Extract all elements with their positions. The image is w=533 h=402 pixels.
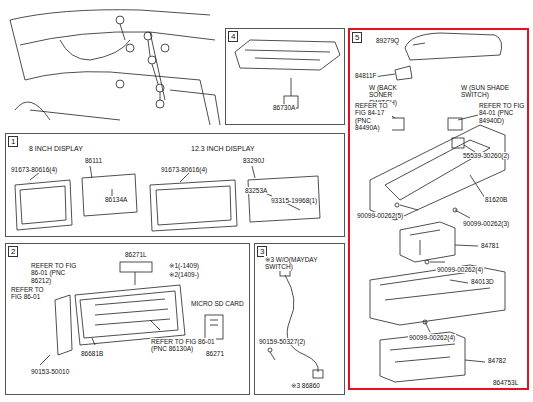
- part-label: 91673-80616(4): [160, 166, 208, 173]
- part-label: 55539-30260(2): [462, 152, 510, 159]
- part-label: MICRO SD CARD: [190, 300, 245, 307]
- part-label: 90099-00262(3): [462, 220, 510, 227]
- part-label: ※3 86860: [290, 382, 321, 389]
- part-label: 84811F: [354, 72, 378, 79]
- part-label: 84013D: [470, 278, 495, 285]
- part-label: REFER TO FIG 84-17 (PNC 84490A): [354, 102, 392, 132]
- part-label: 86271L: [124, 251, 148, 258]
- part-label: REFER TO FIG 86-01 (PNC 86212): [30, 262, 78, 284]
- part-label: 90099-00262(4): [436, 266, 484, 273]
- part-label: ※1(-1409): [168, 262, 200, 269]
- part-label: 86681B: [80, 350, 104, 357]
- part-label: 86271: [205, 350, 225, 357]
- part-label: 90153-50010: [30, 368, 70, 375]
- part-label: 93315-19968(1): [270, 197, 318, 204]
- part-label: 90099-00262(5): [356, 212, 404, 219]
- section-number: 2: [8, 246, 18, 257]
- part-label: 91673-80616(4): [10, 166, 58, 173]
- car-interior: [10, 10, 220, 125]
- part-label: W (SUN SHADE SWITCH): [460, 84, 512, 99]
- displays: [15, 166, 320, 231]
- part-label: 90159-50327(2): [258, 338, 306, 345]
- part-label: 84782: [487, 357, 507, 364]
- part-label: 81620B: [484, 196, 508, 203]
- part-label: 86730A: [272, 104, 296, 111]
- section-number: 1: [8, 136, 18, 147]
- upper-trim: [235, 40, 340, 108]
- part-label: REFER TO FIG 86-01: [10, 286, 52, 301]
- part-label: 89279Q: [375, 37, 400, 44]
- mayday-cable: [268, 268, 323, 378]
- section-number: 4: [228, 31, 238, 42]
- part-label: 8 INCH DISPLAY: [28, 145, 84, 152]
- part-label: REFER TO FIG 84-01 (PNC 84940D): [478, 102, 526, 124]
- part-label: ※2(1409-): [168, 271, 200, 278]
- part-label: 12.3 INCH DISPLAY: [190, 145, 256, 152]
- part-label: 864753L: [492, 379, 519, 386]
- part-label: ※3 W/O(MAYDAY SWITCH): [264, 256, 340, 271]
- part-label: 83253A: [244, 187, 268, 194]
- part-label: 90099-00262(4): [408, 334, 456, 341]
- part-label: 84781: [480, 242, 500, 249]
- section-number: 5: [352, 32, 362, 43]
- part-label: 86134A: [104, 196, 128, 203]
- part-label: 86111: [84, 157, 103, 164]
- part-label: 83290J: [242, 157, 265, 164]
